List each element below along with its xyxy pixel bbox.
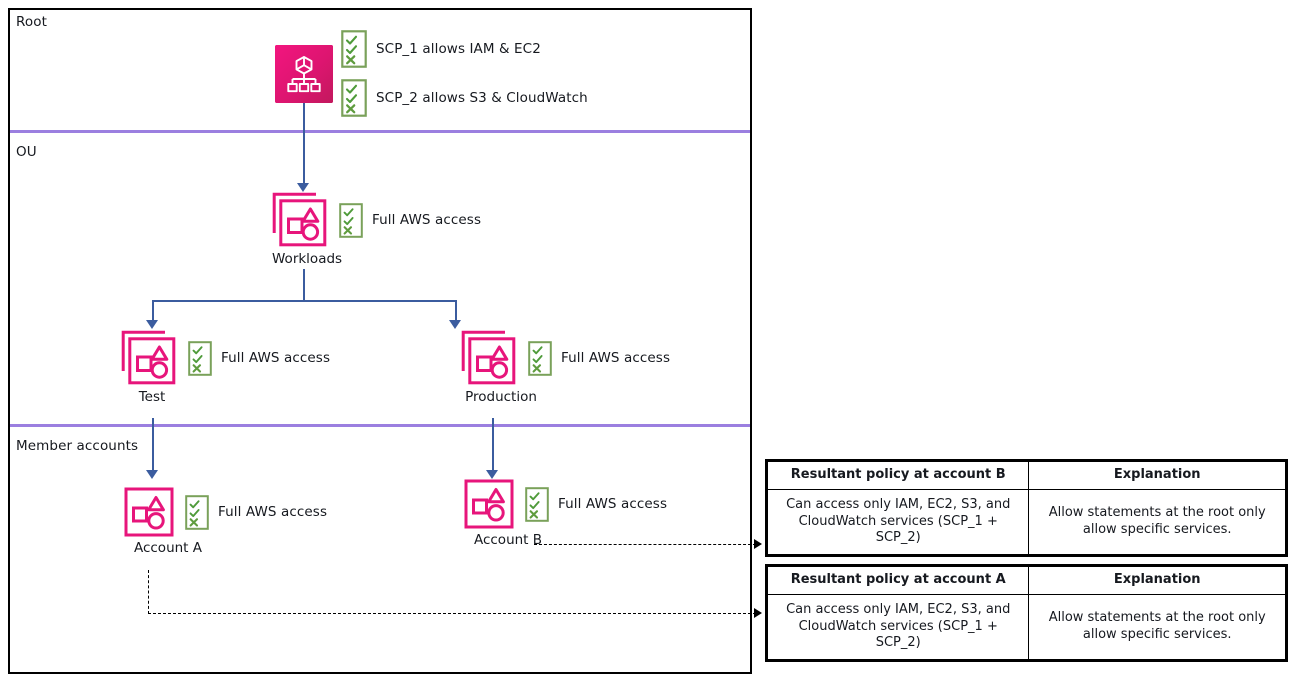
account-caption-b: Account B: [473, 532, 543, 548]
connector-workloads-fork-bar: [152, 300, 456, 302]
ou-node-production[interactable]: Full AWS access Production: [461, 330, 670, 405]
ou-policy-badge-test: [183, 340, 212, 376]
aws-account-icon: [464, 479, 520, 529]
root-policy-list: SCP_1 allows IAM & EC2: [341, 30, 588, 117]
ou-policy-label-test: Full AWS access: [221, 350, 331, 366]
account-node-b[interactable]: Full AWS access Account B: [464, 479, 667, 548]
root-policy-item-scp2[interactable]: SCP_2 allows S3 & CloudWatch: [341, 79, 588, 117]
lane-label-member-accounts: Member accounts: [16, 438, 139, 454]
table-header-explanation-b: Explanation: [1028, 461, 1286, 490]
account-node-a[interactable]: Full AWS access Account A: [124, 487, 327, 556]
lane-label-ou: OU: [16, 144, 37, 160]
dashed-connector-account-b-arrow: [754, 539, 762, 549]
policy-check-check-x-icon: [341, 30, 367, 68]
table-cell-resultant-policy-a: Can access only IAM, EC2, S3, and CloudW…: [766, 593, 1030, 661]
table-header-row: Resultant policy at account A Explanatio…: [766, 566, 1286, 595]
root-policy-label-scp1: SCP_1 allows IAM & EC2: [376, 41, 541, 57]
connector-root-to-workloads-arrow: [297, 183, 309, 192]
connector-fork-to-production-arrow: [449, 320, 461, 329]
table-cell-explanation-b: Allow statements at the root only allow …: [1028, 488, 1286, 556]
connector-test-to-account-a-arrow: [146, 470, 158, 479]
account-caption-a: Account A: [133, 540, 203, 556]
organizational-unit-icon: [121, 330, 183, 386]
ou-node-workloads[interactable]: Full AWS access Workloads: [272, 192, 481, 267]
root-node[interactable]: SCP_1 allows IAM & EC2: [275, 30, 588, 117]
table-row: Can access only IAM, EC2, S3, and CloudW…: [766, 593, 1286, 661]
table-row: Can access only IAM, EC2, S3, and CloudW…: [766, 488, 1286, 556]
policy-check-check-x-icon: [341, 79, 367, 117]
lane-divider-ou: [10, 130, 750, 133]
connector-fork-to-test: [152, 300, 154, 324]
lane-divider-member-accounts: [10, 424, 750, 427]
dashed-connector-account-a-to-table: [148, 613, 756, 614]
ou-policy-label-workloads: Full AWS access: [372, 212, 482, 228]
root-policy-item-scp1[interactable]: SCP_1 allows IAM & EC2: [341, 30, 588, 68]
account-policy-label-a: Full AWS access: [218, 504, 328, 520]
dashed-connector-account-b-to-table: [534, 544, 756, 545]
ou-policy-label-production: Full AWS access: [561, 350, 671, 366]
ou-policy-badge-production: [523, 340, 552, 376]
table-header-resultant-policy-a: Resultant policy at account A: [766, 566, 1030, 595]
connector-workloads-stem: [303, 269, 305, 301]
connector-fork-to-test-arrow: [146, 320, 158, 329]
ou-policy-badge-workloads: [334, 202, 363, 238]
table-header-resultant-policy-b: Resultant policy at account B: [766, 461, 1030, 490]
table-cell-resultant-policy-b: Can access only IAM, EC2, S3, and CloudW…: [766, 488, 1030, 556]
connector-production-to-account-b-arrow: [486, 470, 498, 479]
table-header-row: Resultant policy at account B Explanatio…: [766, 461, 1286, 490]
account-policy-label-b: Full AWS access: [558, 496, 668, 512]
connector-test-to-account-a: [152, 418, 154, 474]
result-table-account-a: Resultant policy at account A Explanatio…: [765, 564, 1288, 662]
table-header-explanation-a: Explanation: [1028, 566, 1286, 595]
account-policy-badge-b: [520, 486, 549, 522]
organizational-unit-icon: [461, 330, 523, 386]
dashed-connector-account-a-vertical: [148, 570, 149, 614]
aws-organizations-icon: [275, 44, 333, 103]
lane-label-root: Root: [16, 14, 47, 30]
ou-caption-workloads: Workloads: [272, 251, 343, 267]
result-table-account-b: Resultant policy at account B Explanatio…: [765, 459, 1288, 557]
table-cell-explanation-a: Allow statements at the root only allow …: [1028, 593, 1286, 661]
ou-node-test[interactable]: Full AWS access Test: [121, 330, 330, 405]
connector-root-to-workloads: [303, 88, 305, 186]
aws-account-icon: [124, 487, 180, 537]
dashed-connector-account-a-arrow: [754, 608, 762, 618]
root-policy-label-scp2: SCP_2 allows S3 & CloudWatch: [376, 90, 588, 106]
organizational-unit-icon: [272, 192, 334, 248]
ou-caption-test: Test: [138, 389, 166, 405]
ou-caption-production: Production: [465, 389, 537, 405]
connector-production-to-account-b: [492, 418, 494, 474]
account-policy-badge-a: [180, 494, 209, 530]
connector-fork-to-production: [455, 300, 457, 324]
